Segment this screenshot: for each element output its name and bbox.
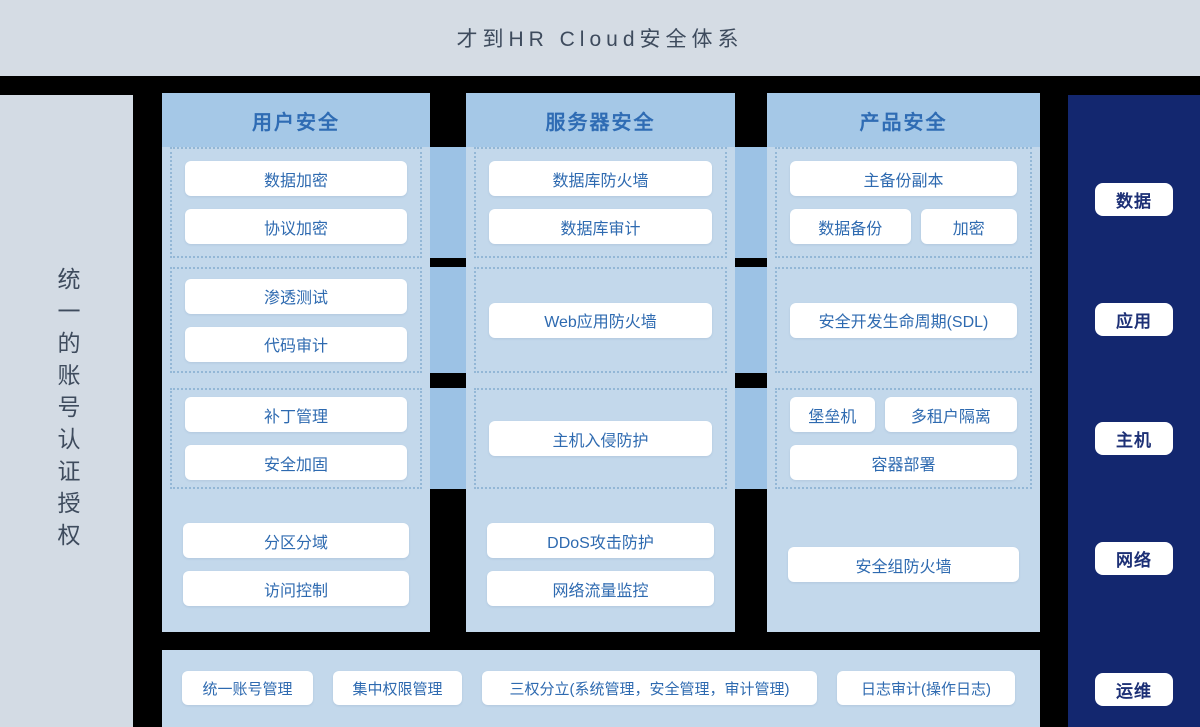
layer-tag-network: 网络 <box>1095 542 1173 575</box>
item-pill: 加密 <box>920 209 1017 244</box>
management-bar: 统一账号管理 集中权限管理 三权分立(系统管理，安全管理，审计管理) 日志审计(… <box>162 650 1040 727</box>
page-title: 才到HR Cloud安全体系 <box>456 28 744 51</box>
row-connector <box>735 388 767 489</box>
item-pill: 主机入侵防护 <box>489 421 712 456</box>
item-pill: 访问控制 <box>183 571 409 606</box>
item-pill: 数据加密 <box>185 161 407 196</box>
item-pill: 主备份副本 <box>790 161 1017 196</box>
column-user-security: 用户安全 数据加密 协议加密 渗透测试 代码审计 补丁管理 安全加固 分区分域 … <box>162 93 430 632</box>
group-box: 数据库防火墙 数据库审计 <box>474 147 727 258</box>
row-connector <box>430 267 466 373</box>
item-pill: 集中权限管理 <box>333 671 462 705</box>
item-pill: 补丁管理 <box>185 397 407 432</box>
item-pill: 网络流量监控 <box>487 571 714 606</box>
group-box: 堡垒机 多租户隔离 容器部署 <box>775 388 1032 489</box>
group-box: 安全开发生命周期(SDL) <box>775 267 1032 373</box>
column-server-security-title: 服务器安全 <box>466 93 735 147</box>
layer-tag-host: 主机 <box>1095 422 1173 455</box>
group-box: 渗透测试 代码审计 <box>170 267 422 373</box>
layer-panel: 数据 应用 主机 网络 运维 <box>1068 95 1200 727</box>
item-pill: 安全开发生命周期(SDL) <box>790 302 1017 338</box>
item-pill: 统一账号管理 <box>182 671 313 705</box>
group-box: Web应用防火墙 <box>474 267 727 373</box>
layer-tag-operations: 运维 <box>1095 673 1173 706</box>
group-box: 补丁管理 安全加固 <box>170 388 422 489</box>
split-row: 堡垒机 多租户隔离 <box>790 397 1017 432</box>
column-server-security: 服务器安全 数据库防火墙 数据库审计 Web应用防火墙 主机入侵防护 DDoS攻… <box>466 93 735 632</box>
item-pill: 安全加固 <box>185 445 407 480</box>
group-box: 主机入侵防护 <box>474 388 727 489</box>
layer-tag-application: 应用 <box>1095 303 1173 336</box>
unified-auth-panel: 统一的账号认证授权 <box>0 95 133 727</box>
column-product-security-title: 产品安全 <box>767 93 1040 147</box>
group-box: DDoS攻击防护 网络流量监控 <box>474 497 727 632</box>
group-box: 主备份副本 数据备份 加密 <box>775 147 1032 258</box>
item-pill: 数据库防火墙 <box>489 161 712 196</box>
split-row: 数据备份 加密 <box>790 209 1017 244</box>
unified-auth-label: 统一的账号认证授权 <box>54 267 80 555</box>
item-pill: 渗透测试 <box>185 278 407 314</box>
page-header: 才到HR Cloud安全体系 <box>0 0 1200 76</box>
item-pill: 分区分域 <box>183 523 409 558</box>
item-pill: 日志审计(操作日志) <box>837 671 1015 705</box>
item-pill: 数据备份 <box>790 209 911 244</box>
group-box: 安全组防火墙 <box>775 497 1032 632</box>
column-user-security-title: 用户安全 <box>162 93 430 147</box>
item-pill: 代码审计 <box>185 326 407 362</box>
column-product-security: 产品安全 主备份副本 数据备份 加密 安全开发生命周期(SDL) 堡垒机 多租户… <box>767 93 1040 632</box>
row-connector <box>430 388 466 489</box>
row-connector <box>735 147 767 258</box>
item-pill: 安全组防火墙 <box>788 547 1019 582</box>
item-pill: 堡垒机 <box>790 397 875 432</box>
item-pill: 多租户隔离 <box>884 397 1017 432</box>
item-pill: 三权分立(系统管理，安全管理，审计管理) <box>482 671 817 705</box>
row-connector <box>430 147 466 258</box>
item-pill: 协议加密 <box>185 209 407 244</box>
layer-tag-data: 数据 <box>1095 183 1173 216</box>
item-pill: 容器部署 <box>790 445 1017 480</box>
row-connector <box>735 267 767 373</box>
item-pill: Web应用防火墙 <box>489 302 712 338</box>
item-pill: DDoS攻击防护 <box>487 523 714 558</box>
group-box: 数据加密 协议加密 <box>170 147 422 258</box>
group-box: 分区分域 访问控制 <box>170 497 422 632</box>
item-pill: 数据库审计 <box>489 209 712 244</box>
